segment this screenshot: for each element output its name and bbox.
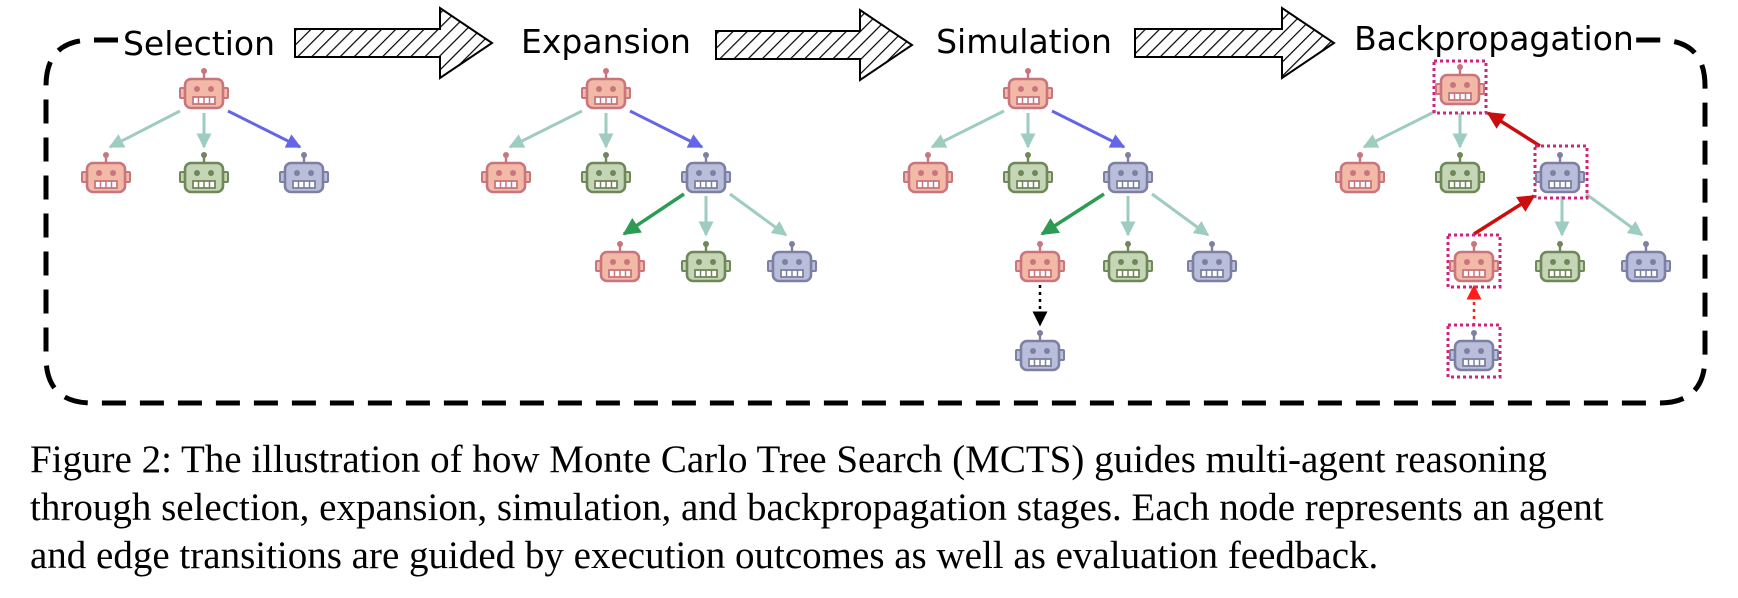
highlight-box xyxy=(1446,323,1502,379)
robot-agent-icon xyxy=(1103,241,1153,283)
robot-agent-icon xyxy=(179,152,229,194)
robot-agent-icon xyxy=(1535,241,1585,283)
robot-agent-icon xyxy=(1449,330,1499,372)
edge-expanded xyxy=(622,192,685,236)
edge-backpropagated xyxy=(1473,194,1536,236)
robot-agent-icon xyxy=(1003,152,1053,194)
edge-default xyxy=(1362,109,1437,149)
stage-arrow-2 xyxy=(715,8,914,82)
stage-arrow-1 xyxy=(294,6,494,80)
stage-arrow-3 xyxy=(1134,6,1336,80)
highlight-boxes xyxy=(1432,59,1589,379)
highlight-box xyxy=(1432,59,1488,115)
caption-label: Figure 2: xyxy=(30,438,172,481)
edge-backpropagated xyxy=(1486,111,1541,148)
edge-default xyxy=(1585,192,1644,237)
robot-agent-icon xyxy=(767,241,817,283)
edge-selected xyxy=(227,109,302,149)
robot-agent-icon xyxy=(903,152,953,194)
edge-expanded xyxy=(1040,192,1105,236)
robot-agent-icon xyxy=(1535,152,1585,194)
robot-agent-icon xyxy=(1103,152,1153,194)
robot-agent-icon xyxy=(81,152,131,194)
robot-agent-icon xyxy=(1621,241,1671,283)
edge-default xyxy=(729,192,788,237)
robot-agent-icon xyxy=(1435,152,1485,194)
robot-agent-icon xyxy=(581,68,631,110)
caption-text: The illustration of how Monte Carlo Tree… xyxy=(30,438,1604,577)
edge-default xyxy=(108,109,181,149)
edge-selected xyxy=(1051,109,1126,149)
robot-agent-icon xyxy=(1015,330,1065,372)
edge-selected xyxy=(629,109,704,149)
stage-title-simulation: Simulation xyxy=(936,22,1112,61)
frame-border xyxy=(43,37,1708,406)
robot-agent-icon xyxy=(581,152,631,194)
highlight-box xyxy=(1446,233,1502,289)
stage-title-backpropagation: Backpropagation xyxy=(1354,19,1634,58)
edge-default xyxy=(1151,192,1210,237)
stage-title-expansion: Expansion xyxy=(521,22,691,61)
edge-default xyxy=(930,109,1005,149)
robot-agent-icon xyxy=(1187,241,1237,283)
robot-agent-icon xyxy=(179,68,229,110)
robot-agent-icon xyxy=(481,152,531,194)
stage-title-selection: Selection xyxy=(123,24,275,63)
robot-agent-icon xyxy=(1015,241,1065,283)
tree-edges xyxy=(108,109,1644,327)
robot-agent-icon xyxy=(1435,64,1485,106)
robot-agent-icon xyxy=(595,241,645,283)
edge-default xyxy=(508,109,583,149)
robot-agent-icon xyxy=(279,152,329,194)
robot-agent-icon xyxy=(681,152,731,194)
robot-agent-icon xyxy=(681,241,731,283)
robot-agent-icon xyxy=(1335,152,1385,194)
robot-agent-icon xyxy=(1003,68,1053,110)
stage-arrows xyxy=(294,6,1336,82)
robot-agent-icon xyxy=(1449,241,1499,283)
figure-caption: Figure 2: The illustration of how Monte … xyxy=(30,436,1730,580)
mcts-diagram: Selection Expansion Simulation Backpropa… xyxy=(43,6,1708,406)
agent-nodes xyxy=(81,64,1671,372)
highlight-box xyxy=(1533,144,1589,200)
